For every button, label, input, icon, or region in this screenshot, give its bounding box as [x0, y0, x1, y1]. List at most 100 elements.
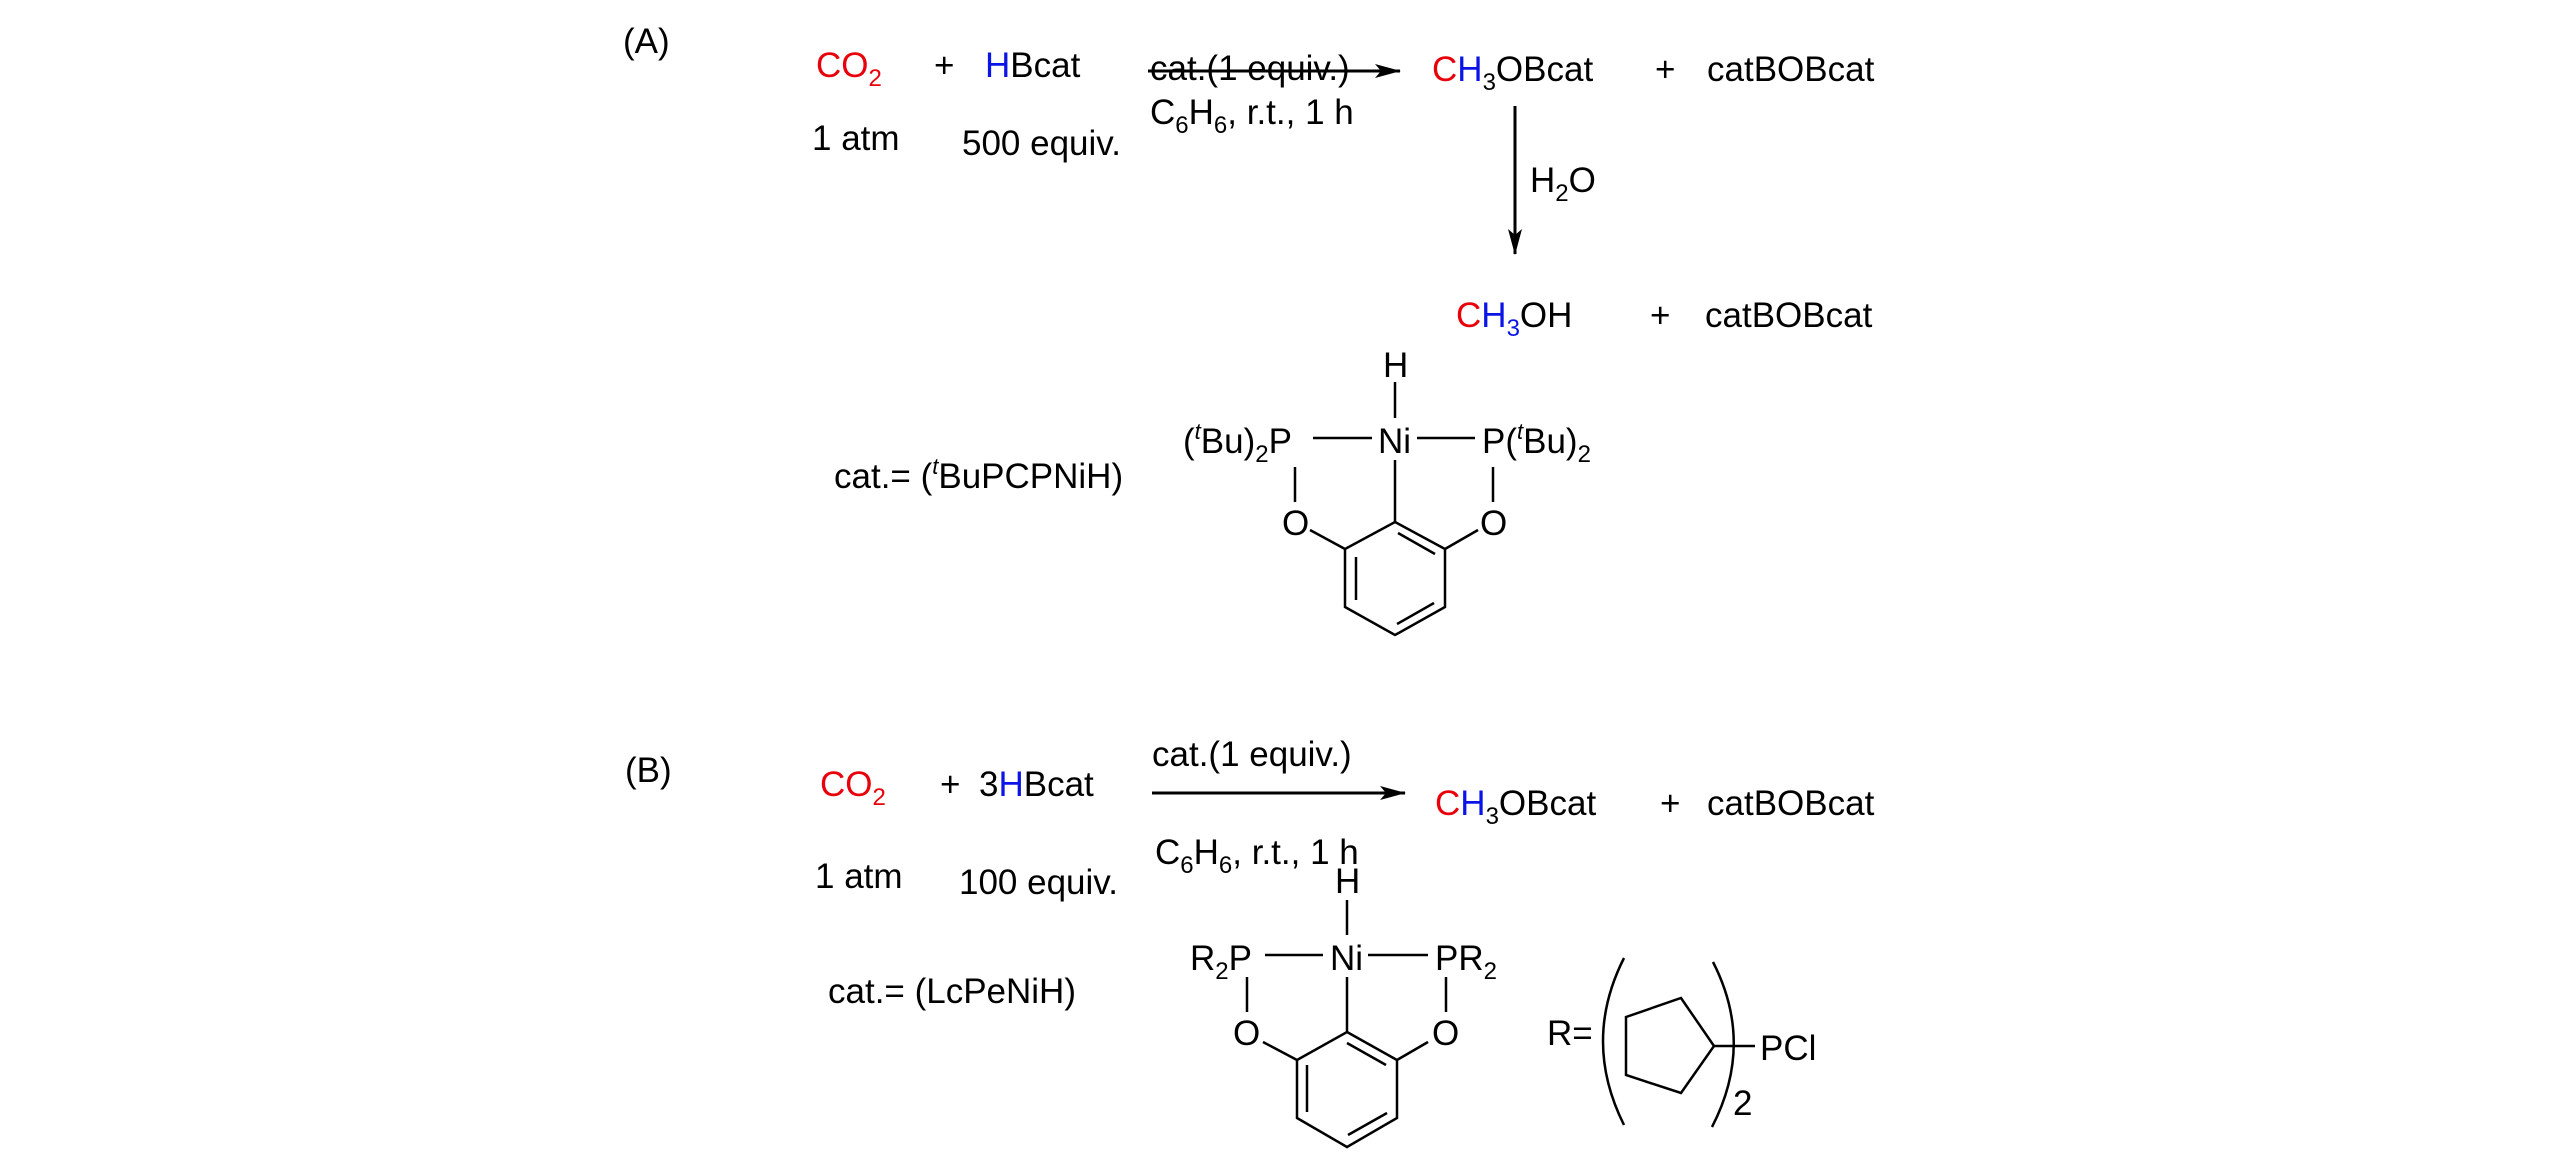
r-group-multiplier: 2	[1733, 1084, 1752, 1123]
lp-open: (	[1183, 422, 1195, 461]
methanol-subscript: 3	[1507, 315, 1520, 342]
scheme-b: (B) CO2 1 atm + 3HBcat 100 equiv. cat.(1…	[625, 735, 1875, 1149]
rp-p: P(	[1482, 422, 1517, 461]
cat-label-rest: BuPCPNiH)	[938, 457, 1123, 496]
hbcat-equiv-note: 100 equiv.	[959, 863, 1118, 902]
ch3obcat-rest: OBcat	[1496, 50, 1594, 89]
ch3obcat-subscript: 3	[1486, 803, 1499, 830]
hbcat-rest: Bcat	[1010, 46, 1080, 85]
water-o: O	[1569, 161, 1596, 200]
oxygen-right: O	[1432, 1014, 1459, 1053]
arrow-condition-top: cat.(1 equiv.)	[1152, 735, 1352, 774]
left-parenthesis	[1601, 957, 1626, 1126]
conditions-rest: , r.t., 1 h	[1227, 93, 1353, 132]
reactant-hbcat: 3HBcat	[979, 765, 1094, 804]
right-parenthesis	[1710, 961, 1735, 1128]
right-phosphine: PR2	[1435, 939, 1497, 985]
o-c-bond-left	[1309, 528, 1346, 551]
benzene-ring	[1295, 1030, 1399, 1149]
cat-label-prefix: cat.= (	[834, 457, 933, 496]
hydride-h: H	[1335, 862, 1360, 901]
conditions-rest: , r.t., 1 h	[1232, 833, 1358, 872]
co2-pressure-note: 1 atm	[812, 119, 900, 158]
nickel-atom: Ni	[1330, 939, 1363, 978]
scheme-a-label: (A)	[623, 22, 670, 61]
cyclopentyl-ring	[1624, 996, 1716, 1095]
arrow-condition-top: cat.(1 equiv.)	[1150, 49, 1350, 88]
o-c-bond-left	[1262, 1040, 1298, 1062]
catalyst-b-structure: H Ni R2P PR2 O O	[1190, 862, 1497, 1149]
final-product-methanol: CH3OH	[1456, 296, 1572, 342]
lp-sup: t	[1195, 419, 1202, 444]
solvent-h: H	[1194, 833, 1219, 872]
arrow-condition-bottom: C6H6, r.t., 1 h	[1155, 833, 1359, 879]
hbcat-coefficient: 3	[979, 765, 998, 804]
lp-bu: Bu)	[1201, 422, 1255, 461]
left-phosphine: (tBu)2P	[1183, 419, 1292, 468]
product-catbobcat: catBOBcat	[1707, 784, 1875, 823]
co2-formula: CO	[816, 46, 869, 85]
rp-sub: 2	[1484, 958, 1497, 985]
solvent-c: C	[1150, 93, 1175, 132]
ch3obcat-carbon: C	[1432, 50, 1457, 89]
final-product-catbobcat: catBOBcat	[1705, 296, 1873, 335]
o-c-bond-right	[1444, 528, 1479, 551]
ring-double-bond	[1347, 1111, 1388, 1137]
plus-sign: +	[1650, 296, 1670, 335]
solvent-c: C	[1155, 833, 1180, 872]
ch3obcat-carbon: C	[1435, 784, 1460, 823]
rp-bu: Bu)	[1523, 422, 1577, 461]
lp-p: P	[1269, 422, 1292, 461]
plus-sign: +	[1655, 50, 1675, 89]
co2-pressure-note: 1 atm	[815, 857, 903, 896]
reactant-hbcat: HBcat	[985, 46, 1081, 85]
cat-label-sup: t	[932, 454, 939, 479]
rp-pr: PR	[1435, 939, 1484, 978]
ring-double-bond	[1397, 531, 1436, 556]
nickel-atom: Ni	[1378, 422, 1411, 461]
o-c-bond-right	[1396, 1040, 1429, 1062]
ch3obcat-hydrogen: H	[1457, 50, 1482, 89]
scheme-b-label: (B)	[625, 751, 672, 790]
methanol-rest: OH	[1520, 296, 1573, 335]
hbcat-hydrogen: H	[985, 46, 1010, 85]
rp-sub: 2	[1578, 441, 1591, 468]
co2-formula: CO	[820, 765, 873, 804]
hbcat-rest: Bcat	[1024, 765, 1094, 804]
oxygen-left: O	[1233, 1014, 1260, 1053]
lp-r: R	[1190, 939, 1215, 978]
catalyst-a-label: cat.= (tBuPCPNiH)	[834, 454, 1123, 496]
plus-sign: +	[1660, 784, 1680, 823]
r-group-definition: R= PCl 2	[1547, 957, 1816, 1128]
plus-sign: +	[940, 765, 960, 804]
left-phosphine: R2P	[1190, 939, 1252, 985]
reactant-co2: CO2	[820, 765, 886, 811]
scheme-a: (A) CO2 1 atm + HBcat 500 equiv. cat.(1 …	[623, 22, 1875, 637]
ring-double-bond	[1396, 601, 1435, 626]
arrow-condition-bottom: C6H6, r.t., 1 h	[1150, 93, 1354, 139]
rp-sup: t	[1517, 419, 1524, 444]
product-ch3obcat: CH3OBcat	[1435, 784, 1596, 830]
hydride-h: H	[1383, 346, 1408, 385]
solvent-c-sub: 6	[1180, 852, 1193, 879]
ch3obcat-subscript: 3	[1483, 69, 1496, 96]
pcl-group: PCl	[1760, 1029, 1816, 1068]
water-subscript: 2	[1555, 180, 1568, 207]
lp-sub: 2	[1255, 441, 1268, 468]
catalyst-b-label: cat.= (LcPeNiH)	[828, 972, 1076, 1011]
oxygen-right: O	[1480, 504, 1507, 543]
water-h: H	[1530, 161, 1555, 200]
plus-sign: +	[934, 46, 954, 85]
methanol-hydrogen: H	[1481, 296, 1506, 335]
hbcat-hydrogen: H	[998, 765, 1023, 804]
benzene-ring	[1343, 520, 1447, 637]
co2-subscript: 2	[873, 784, 886, 811]
solvent-h-sub: 6	[1214, 112, 1227, 139]
lp-sub: 2	[1215, 958, 1228, 985]
product-ch3obcat: CH3OBcat	[1432, 50, 1593, 96]
product-catbobcat: catBOBcat	[1707, 50, 1875, 89]
catalyst-a-structure: H Ni (tBu)2P P(tBu)2 O O	[1183, 346, 1591, 637]
ch3obcat-rest: OBcat	[1499, 784, 1597, 823]
